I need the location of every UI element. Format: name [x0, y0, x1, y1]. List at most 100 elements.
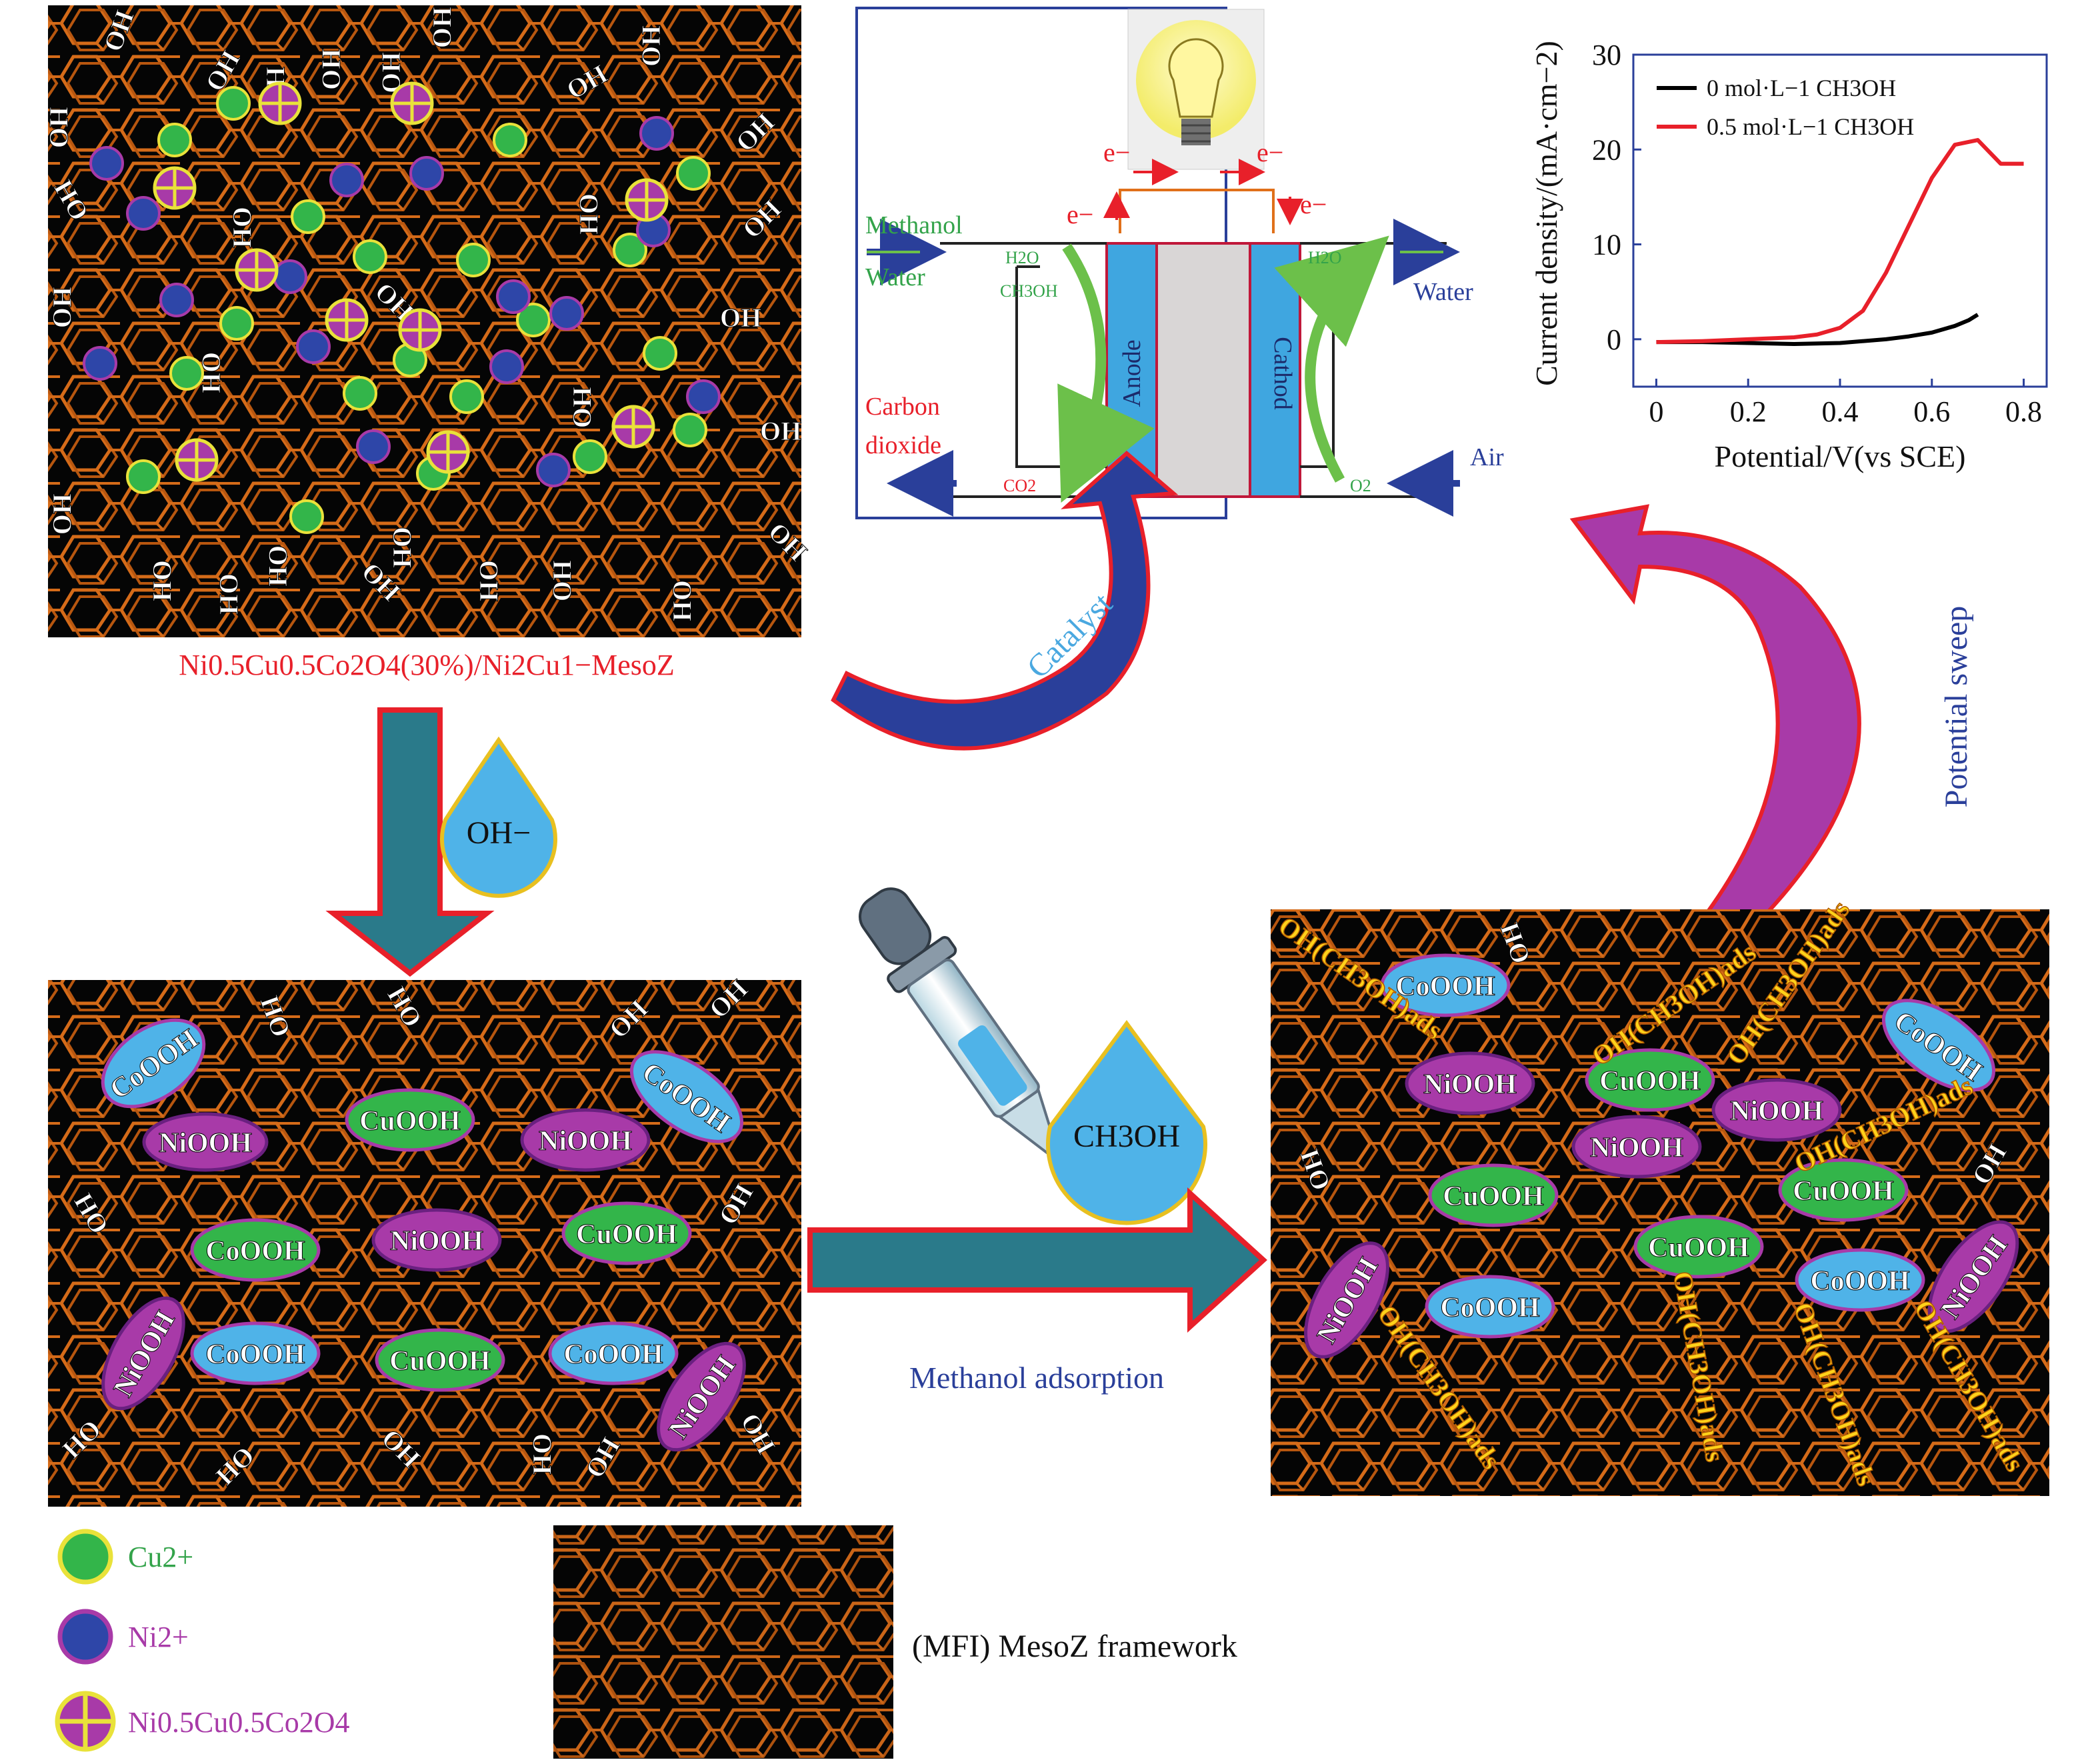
svg-text:CuOOH: CuOOH [576, 1219, 677, 1250]
hydroxyl-label: HO [47, 287, 77, 328]
spinel-particles [153, 81, 669, 482]
niooh-ellipse: NiOOH [520, 1108, 651, 1172]
svg-text:NiOOH: NiOOH [1730, 1096, 1823, 1127]
spinel-legend-marker [55, 1691, 116, 1752]
svg-text:CuOOH: CuOOH [1648, 1233, 1749, 1263]
electron-label: e− [1300, 189, 1327, 219]
svg-text:CoOOH: CoOOH [563, 1339, 663, 1370]
legend-label: 0 mol·L−1 CH3OH [1707, 75, 1896, 101]
y-tick-label: 10 [1592, 229, 1621, 261]
carbon-label: Carbon [865, 393, 940, 421]
methanol-droplet-icon: CH3OH [1046, 1019, 1207, 1225]
hydroxyl-label: HO [427, 7, 457, 48]
species-legend: Cu2+ Ni2+ Ni0.5Cu0.5Co2O4 (MFI) MesoZ fr… [55, 1525, 1237, 1759]
hydroxyl-label: OH [147, 560, 177, 601]
niooh-ellipse: NiOOH [371, 1208, 502, 1272]
chart-xlabel: Potential/V(vs SCE) [1715, 439, 1966, 473]
hydroxyl-label: HO [263, 545, 293, 587]
x-tick-label: 0.6 [1913, 395, 1950, 428]
svg-text:NiOOH: NiOOH [159, 1128, 252, 1159]
y-tick-label: 20 [1592, 133, 1621, 166]
top-left-panel: HO OH OH HO OH OH HO OH OH OH HO OH HO O… [44, 5, 813, 637]
oh-droplet-icon: OH− [440, 736, 557, 898]
svg-text:NiOOH: NiOOH [539, 1126, 632, 1157]
svg-text:CoOOH: CoOOH [1395, 971, 1495, 1002]
x-tick-label: 0.4 [1822, 395, 1859, 428]
light-bulb-icon [1127, 9, 1265, 170]
svg-text:NiOOH: NiOOH [1423, 1069, 1517, 1100]
cuooh-ellipse: CuOOH [1778, 1158, 1909, 1222]
cuooh-ellipse: CuOOH [345, 1088, 475, 1152]
hydroxyl-label: OH [720, 303, 761, 333]
cooh-ellipse: CoOOH [548, 1321, 679, 1385]
cooh-ellipse: CoOOH [190, 1321, 321, 1385]
fuel-cell-diagram: e− e− e− e− Methanol Water H2O CH3OH Ano… [855, 7, 1504, 519]
methanol-drop-label: CH3OH [1073, 1119, 1180, 1154]
cooh-ellipse: CoOOH [1425, 1275, 1555, 1339]
anode-label: Anode [1118, 339, 1146, 407]
hydroxyl-label: OH [316, 49, 346, 90]
cooh-ellipse: CoOOH [190, 1218, 321, 1282]
bottom-left-panel: CoOOH NiOOH CuOOH NiOOH CoOOH CoOOH NiOO… [48, 973, 801, 1507]
h2o-out-label: H2O [1308, 248, 1342, 267]
svg-text:NiOOH: NiOOH [390, 1226, 483, 1257]
series-line [1656, 138, 2024, 345]
methanol-adsorption-label: Methanol adsorption [909, 1361, 1164, 1395]
top-left-caption: Ni0.5Cu0.5Co2O4(30%)/Ni2Cu1−MesoZ [179, 649, 674, 681]
y-tick-label: 30 [1592, 39, 1621, 71]
ch3oh-label: CH3OH [1000, 281, 1058, 301]
methanol-adsorption-arrow: Methanol adsorption [807, 1187, 1267, 1395]
cooh-ellipse: CoOOH [1380, 953, 1511, 1017]
hydroxyl-label: OH [667, 580, 697, 621]
cu-ions [126, 86, 711, 534]
hydroxyl-label: OH [574, 193, 604, 235]
electron-label: e− [1067, 199, 1093, 229]
svg-text:NiOOH: NiOOH [1590, 1133, 1683, 1163]
niooh-ellipse: NiOOH [142, 1112, 269, 1172]
cuooh-ellipse: CuOOH [1428, 1163, 1559, 1227]
potential-sweep-label: Potential sweep [1939, 606, 1974, 808]
niooh-ellipse: NiOOH [1711, 1078, 1842, 1142]
framework-label: (MFI) MesoZ framework [912, 1629, 1237, 1664]
x-tick-label: 0.2 [1730, 395, 1767, 428]
hydroxyl-label: OH [636, 25, 666, 67]
cuooh-ellipse: CuOOH [1633, 1215, 1764, 1279]
spinel-legend-label: Ni0.5Cu0.5Co2O4 [128, 1706, 349, 1739]
electron-label: e− [1257, 137, 1283, 167]
x-tick-label: 0.8 [2005, 395, 2042, 428]
svg-text:CuOOH: CuOOH [359, 1106, 461, 1137]
hydroxyl-label: OH [474, 560, 504, 601]
air-label: Air [1470, 443, 1504, 471]
hydroxyl-label: HO [567, 387, 597, 428]
framework-thumbnail [553, 1525, 893, 1759]
cu-legend-marker [57, 1529, 113, 1585]
hydroxyl-label: OH [227, 207, 257, 248]
chart-ylabel: Current density/(mA·cm−2) [1529, 41, 1563, 386]
cuooh-ellipse: CuOOH [375, 1328, 505, 1392]
y-tick-label: 0 [1607, 323, 1621, 356]
cathode-label: Cathod [1269, 337, 1297, 410]
hydroxyl-label: OH [760, 416, 801, 446]
dioxide-label: dioxide [865, 431, 941, 459]
electron-label: e− [1103, 137, 1130, 167]
ni-legend-label: Ni2+ [128, 1621, 189, 1653]
down-arrow [325, 707, 495, 977]
svg-text:CuOOH: CuOOH [1793, 1176, 1894, 1207]
svg-text:CuOOH: CuOOH [389, 1346, 491, 1377]
niooh-ellipse: NiOOH [1405, 1051, 1535, 1115]
cu-legend-label: Cu2+ [128, 1541, 193, 1573]
niooh-ellipse: NiOOH [1571, 1115, 1702, 1179]
chart-plot-area [1632, 53, 2048, 388]
hydroxyl-label: OH [387, 527, 417, 568]
hydroxyl-label: OH [214, 573, 244, 615]
ni-ions [83, 116, 721, 487]
bottom-right-panel: CoOOH NiOOH CuOOH NiOOH CoOOH NiOOH CuOO… [1271, 895, 2049, 1496]
legend-label: 0.5 mol·L−1 CH3OH [1707, 113, 1914, 140]
o2-label: O2 [1350, 476, 1371, 495]
h2o-label: H2O [1005, 248, 1039, 267]
co2-label: CO2 [1003, 476, 1036, 495]
hydroxyl-label: HO [547, 560, 577, 601]
ni-legend-marker [57, 1609, 113, 1665]
svg-text:CoOOH: CoOOH [1440, 1293, 1539, 1323]
svg-text:CoOOH: CoOOH [205, 1339, 305, 1370]
